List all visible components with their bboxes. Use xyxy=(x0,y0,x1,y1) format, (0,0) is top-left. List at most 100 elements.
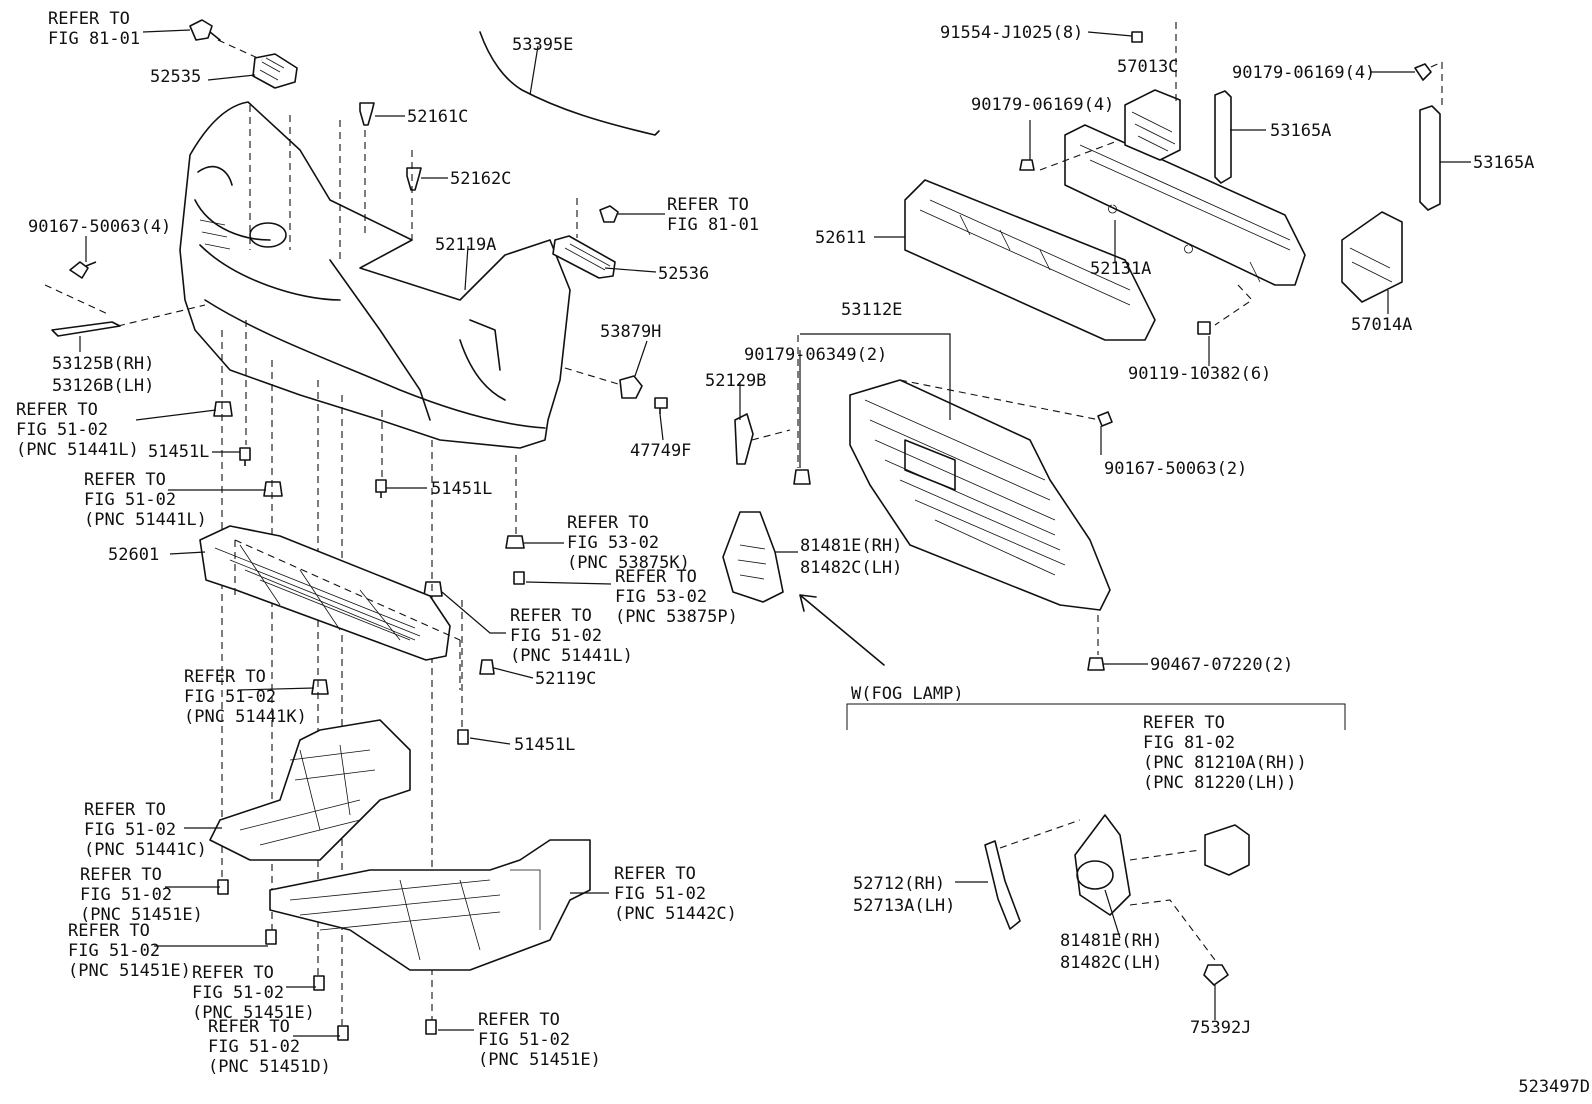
callout-label-c31-line-0: 91554-J1025(8) xyxy=(940,23,1083,43)
callout-label-c08-line-0: REFER TO xyxy=(667,195,749,215)
callout-label-c26-line-2: (PNC 51442C) xyxy=(614,904,737,924)
under-cover-51442c xyxy=(269,839,591,971)
callout-label-c34-line-0: 90179-06169(4) xyxy=(1232,63,1375,83)
callout-label-c16-line-1: FIG 51-02 xyxy=(84,490,176,510)
callout-label-c43-line-0: 90119-10382(6) xyxy=(1128,364,1271,384)
callout-label-c24-line-1: FIG 51-02 xyxy=(84,820,176,840)
callout-label-c11-line-0: 53879H xyxy=(600,322,661,342)
callout-label-c06-line-0: 90167-50063(4) xyxy=(28,217,171,237)
callout-label-c03-line-0: 53395E xyxy=(512,35,573,55)
callout-label-c28-line-1: FIG 51-02 xyxy=(192,983,284,1003)
callout-label-c27-line-0: REFER TO xyxy=(68,921,150,941)
callout-label-c30-line-2: (PNC 51451E) xyxy=(478,1050,601,1070)
callout-label-c20-line-0: REFER TO xyxy=(510,606,592,626)
callout-label-c15-line-0: 51451L xyxy=(431,479,492,499)
part-drawings xyxy=(44,19,1443,1041)
callout-label-c13-line-0: 51451L xyxy=(148,442,209,462)
callout-label-c36-line-0: 53165A xyxy=(1473,153,1534,173)
bracket-57013c xyxy=(1124,89,1181,161)
callout-label-c25-line-2: (PNC 51451E) xyxy=(80,905,203,925)
callout-label-c22-line-2: (PNC 51441K) xyxy=(184,707,307,727)
clip-52536-group xyxy=(552,198,619,279)
callout-label-c01-line-0: REFER TO xyxy=(48,9,130,29)
parts-53879h-47749f xyxy=(564,367,668,414)
callout-label-c33-line-0: 90179-06169(4) xyxy=(971,95,1114,115)
callout-label-c41-line-0: 90179-06349(2) xyxy=(744,345,887,365)
diagram-id: 523497D xyxy=(1518,1077,1590,1097)
callout-label-c24-line-2: (PNC 51441C) xyxy=(84,840,207,860)
bracket-57014a xyxy=(1341,211,1403,303)
callout-label-c20-line-2: (PNC 51441L) xyxy=(510,646,633,666)
callout-label-c30-line-0: REFER TO xyxy=(478,1010,560,1030)
callout-label-c12-line-0: REFER TO xyxy=(16,400,98,420)
callout-label-c09-line-0: 52536 xyxy=(658,264,709,284)
fog-lamp-bracket-line xyxy=(846,703,1346,730)
callout-label-c26-line-0: REFER TO xyxy=(614,864,696,884)
callout-label-c40-line-0: 53112E xyxy=(841,300,902,320)
under-cover-51441c xyxy=(209,719,411,861)
fasteners-left xyxy=(213,401,525,1041)
callout-label-c10-line-1: 53126B(LH) xyxy=(52,376,154,396)
callout-label-c37-line-0: 52611 xyxy=(815,228,866,248)
callout-label-c48-line-0: REFER TO xyxy=(1143,713,1225,733)
reinforcement-52131a xyxy=(1064,124,1306,286)
bumper-cover-52119a xyxy=(179,101,571,449)
callout-label-c29-line-0: REFER TO xyxy=(208,1017,290,1037)
callout-label-c10-line-0: 53125B(RH) xyxy=(52,354,154,374)
callout-label-c18-line-0: REFER TO xyxy=(567,513,649,533)
callout-label-c19-line-2: (PNC 53875P) xyxy=(615,607,738,627)
callout-label-c38-line-0: 52131A xyxy=(1090,259,1151,279)
bracket-53165a-inner xyxy=(1214,90,1232,184)
callout-label-c27-line-1: FIG 51-02 xyxy=(68,941,160,961)
bracket-53165a-outer xyxy=(1419,105,1441,211)
callout-label-c48-line-3: (PNC 81220(LH)) xyxy=(1143,773,1297,793)
callout-label-c22-line-1: FIG 51-02 xyxy=(184,687,276,707)
callout-label-c12-line-1: FIG 51-02 xyxy=(16,420,108,440)
callout-label-c39-line-0: 57014A xyxy=(1351,315,1412,335)
absorber-52611 xyxy=(904,179,1156,341)
callout-label-c22-line-0: REFER TO xyxy=(184,667,266,687)
callout-label-c45-line-1: 81482C(LH) xyxy=(800,558,902,578)
callout-label-c30-line-1: FIG 51-02 xyxy=(478,1030,570,1050)
callout-label-c35-line-0: 53165A xyxy=(1270,121,1331,141)
callout-label-c29-line-1: FIG 51-02 xyxy=(208,1037,300,1057)
callout-label-c50-line-1: 81482C(LH) xyxy=(1060,953,1162,973)
callout-label-c23-line-0: 51451L xyxy=(514,735,575,755)
callout-label-c25-line-1: FIG 51-02 xyxy=(80,885,172,905)
callout-label-c14-line-0: 47749F xyxy=(630,441,691,461)
callout-label-c44-line-0: 90167-50063(2) xyxy=(1104,459,1247,479)
clips-5216x xyxy=(359,102,422,191)
callout-label-c19-line-0: REFER TO xyxy=(615,567,697,587)
moulding-53125b xyxy=(51,321,121,337)
leader-lines xyxy=(79,29,1471,1037)
callout-label-c28-line-2: (PNC 51451E) xyxy=(192,1003,315,1023)
fog-bezel-upper xyxy=(722,511,885,666)
fog-lamp-parts xyxy=(984,814,1250,986)
bolt-90167-l xyxy=(69,261,97,279)
cover-52129b xyxy=(734,413,754,465)
callout-label-c49-line-0: 52712(RH) xyxy=(853,874,945,894)
callout-label-c24-line-0: REFER TO xyxy=(84,800,166,820)
absorber-52601 xyxy=(199,525,461,690)
callout-label-c48-line-2: (PNC 81210A(RH)) xyxy=(1143,753,1307,773)
callout-label-c16-line-0: REFER TO xyxy=(84,470,166,490)
callout-label-c49-line-1: 52713A(LH) xyxy=(853,896,955,916)
callout-label-c47-line-0: W(FOG LAMP) xyxy=(851,684,964,704)
grille-53112e xyxy=(797,335,1111,611)
callout-label-c18-line-1: FIG 53-02 xyxy=(567,533,659,553)
callout-label-c12-line-2: (PNC 51441L) xyxy=(16,440,139,460)
rod-53395e xyxy=(479,31,660,136)
callout-label-c46-line-0: 90467-07220(2) xyxy=(1150,655,1293,675)
callout-label-c42-line-0: 52129B xyxy=(705,371,766,391)
callout-label-c20-line-1: FIG 51-02 xyxy=(510,626,602,646)
callout-label-c17-line-0: 52601 xyxy=(108,545,159,565)
callout-label-c50-line-0: 81481E(RH) xyxy=(1060,931,1162,951)
callout-label-c27-line-2: (PNC 51451E) xyxy=(68,961,191,981)
callout-label-c19-line-1: FIG 53-02 xyxy=(615,587,707,607)
callout-label-c07-line-0: 52119A xyxy=(435,235,496,255)
callout-label-c32-line-0: 57013C xyxy=(1117,57,1178,77)
callout-label-c28-line-0: REFER TO xyxy=(192,963,274,983)
